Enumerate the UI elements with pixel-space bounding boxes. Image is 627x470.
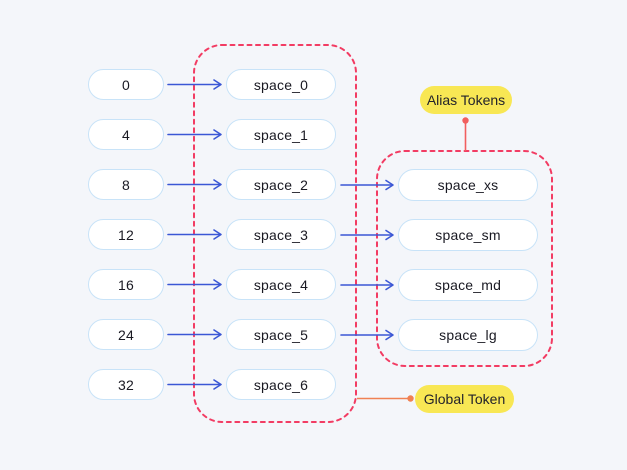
alias-token-node-space_sm: space_sm: [398, 219, 538, 251]
global-connector-dot: [407, 395, 414, 402]
global-tokens-container-outline: [193, 44, 357, 423]
global-token-node-space_6: space_6: [226, 369, 336, 400]
value-arrow-1: [167, 129, 222, 140]
global-token-node-space_3: space_3: [226, 219, 336, 250]
value-node-24: 24: [88, 319, 164, 350]
value-arrow-2: [167, 179, 222, 190]
alias-tokens-container-outline: [376, 150, 553, 367]
alias-arrow-3: [340, 329, 394, 341]
alias-token-node-space_lg: space_lg: [398, 319, 538, 351]
alias-arrow-2: [340, 279, 394, 291]
global-token-badge: Global Token: [415, 385, 514, 413]
value-arrow-3: [167, 229, 222, 240]
value-node-0: 0: [88, 69, 164, 100]
alias-tokens-badge: Alias Tokens: [420, 86, 512, 114]
global-token-node-space_0: space_0: [226, 69, 336, 100]
value-to-global-arrows: [167, 79, 222, 390]
value-arrow-0: [167, 79, 222, 90]
global-token-node-space_4: space_4: [226, 269, 336, 300]
alias-arrow-1: [340, 229, 394, 241]
global-token-node-space_5: space_5: [226, 319, 336, 350]
alias-token-node-space_md: space_md: [398, 269, 538, 301]
value-node-8: 8: [88, 169, 164, 200]
value-node-32: 32: [88, 369, 164, 400]
value-node-16: 16: [88, 269, 164, 300]
value-arrow-4: [167, 279, 222, 290]
alias-token-node-space_xs: space_xs: [398, 169, 538, 201]
alias-arrow-0: [340, 179, 394, 191]
global-token-node-space_1: space_1: [226, 119, 336, 150]
value-arrow-6: [167, 379, 222, 390]
value-arrow-5: [167, 329, 222, 340]
global-token-node-space_2: space_2: [226, 169, 336, 200]
global-label-connector: [357, 395, 414, 402]
alias-label-connector: [462, 117, 469, 151]
value-node-4: 4: [88, 119, 164, 150]
alias-connector-dot: [462, 117, 469, 124]
value-node-12: 12: [88, 219, 164, 250]
global-to-alias-arrows: [340, 179, 394, 341]
